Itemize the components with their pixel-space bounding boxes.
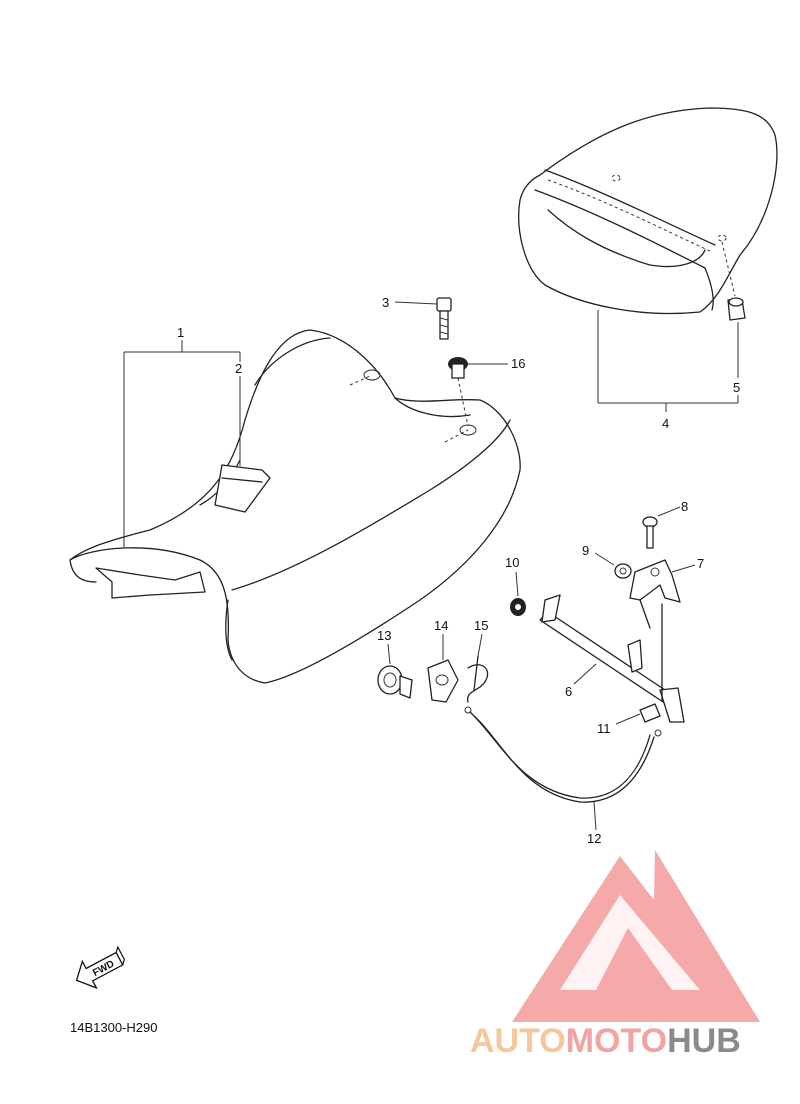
callout-7: 7 — [697, 556, 704, 571]
seat-lock-cable — [464, 706, 662, 803]
callout-10: 10 — [505, 555, 519, 570]
key-lock-part — [377, 665, 413, 699]
callout-15: 15 — [474, 618, 488, 633]
callout-numbers: 1 2 3 4 5 6 7 8 9 10 11 12 13 14 15 16 — [177, 295, 740, 846]
rider-seat — [69, 329, 521, 684]
passenger-seat — [518, 107, 778, 315]
callout-3: 3 — [382, 295, 389, 310]
callout-9: 9 — [582, 543, 589, 558]
damper-part — [727, 297, 746, 321]
watermark-segment-moto: MOTO — [566, 1022, 667, 1060]
grommet-part — [448, 357, 469, 427]
leader-lines — [123, 301, 739, 831]
fwd-arrow-icon: FWD — [75, 945, 126, 990]
lock-plate-part — [427, 659, 459, 703]
lock-shaft-part — [539, 594, 685, 723]
clip-part — [639, 703, 661, 723]
callout-14: 14 — [434, 618, 448, 633]
collar-part — [614, 563, 632, 579]
callout-12: 12 — [587, 831, 601, 846]
callout-16: 16 — [511, 356, 525, 371]
fwd-label: FWD — [91, 959, 116, 979]
callout-11: 11 — [597, 721, 611, 736]
bolt-part — [436, 297, 452, 340]
washer-part — [510, 598, 526, 616]
spring-clip-part — [467, 655, 489, 703]
callout-1: 1 — [177, 325, 184, 340]
watermark-logo — [512, 850, 760, 1022]
callout-4: 4 — [662, 416, 669, 431]
callout-13: 13 — [377, 628, 391, 643]
screw-part — [642, 516, 658, 549]
callout-2: 2 — [235, 361, 242, 376]
watermark-text: AUTOMOTOHUB — [470, 1022, 741, 1060]
bracket-part — [629, 559, 681, 629]
diagram-code: 14B1300-H290 — [70, 1020, 157, 1035]
callout-8: 8 — [681, 499, 688, 514]
watermark-segment-auto: AUTO — [470, 1022, 566, 1060]
watermark-segment-hub: HUB — [667, 1022, 741, 1060]
callout-6: 6 — [565, 684, 572, 699]
callout-5: 5 — [733, 380, 740, 395]
